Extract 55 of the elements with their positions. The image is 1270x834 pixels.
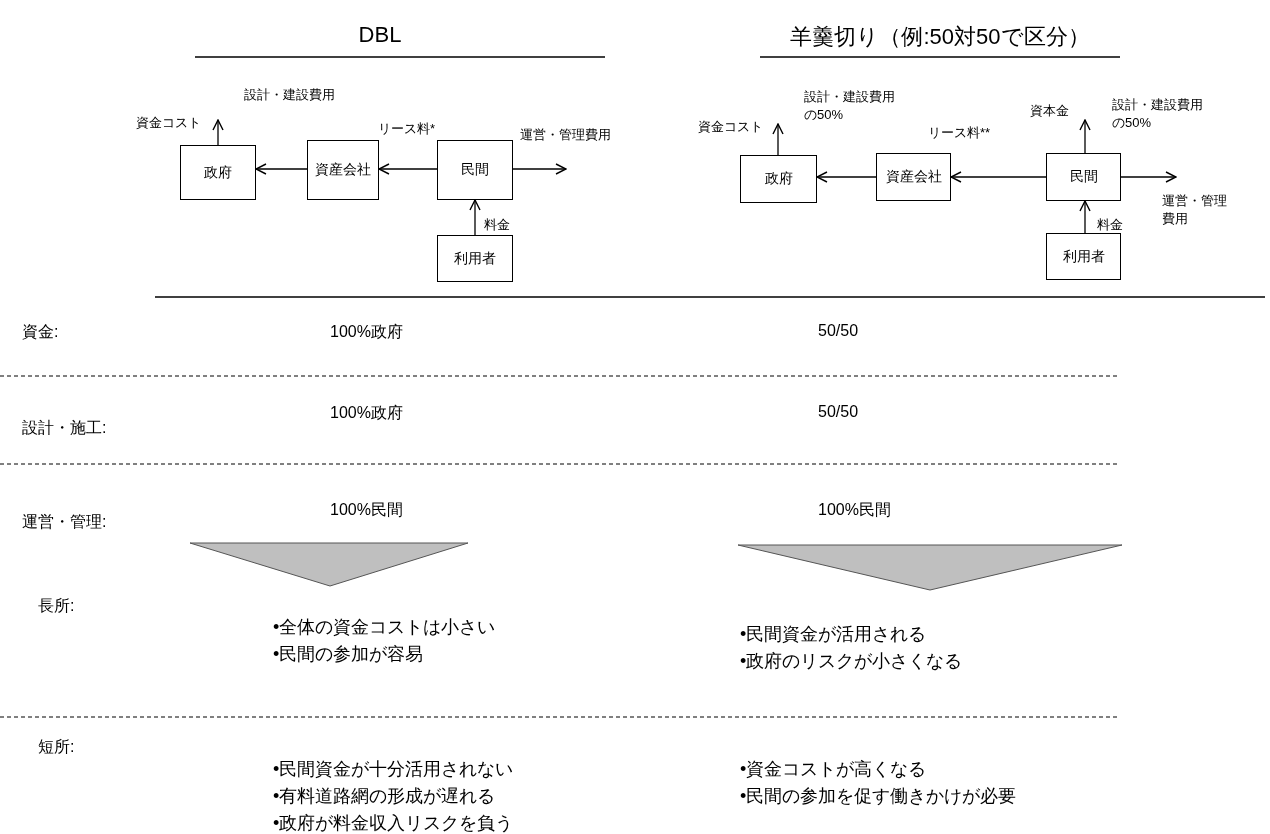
table-value: 100%民間 bbox=[330, 500, 403, 520]
cost-note: 設計・建設費用の50% bbox=[804, 88, 896, 124]
arrow bbox=[772, 123, 784, 156]
arrow bbox=[1079, 200, 1091, 234]
edge-label: リース料* bbox=[378, 120, 436, 138]
arrow bbox=[1120, 171, 1177, 183]
entity-box: 民間 bbox=[437, 140, 513, 200]
column-heading: 羊羹切り（例:50対50で区分） bbox=[790, 23, 1090, 51]
row-heading: 資金: bbox=[22, 322, 59, 342]
arrow bbox=[950, 171, 1047, 183]
cost-note: 設計・建設費用 bbox=[244, 86, 335, 104]
bullet-item: •資金コストが高くなる bbox=[740, 758, 927, 781]
arrow bbox=[816, 171, 877, 183]
entity-box: 政府 bbox=[180, 145, 256, 200]
arrow bbox=[212, 119, 224, 146]
entity-box: 資産会社 bbox=[307, 140, 379, 200]
row-heading: 運営・管理: bbox=[22, 512, 107, 532]
bullet-item: •民間資金が十分活用されない bbox=[273, 758, 514, 781]
bullet-item: •民間資金が活用される bbox=[740, 623, 927, 646]
arrow bbox=[378, 163, 438, 175]
entity-box: 民間 bbox=[1046, 153, 1121, 201]
edge-label: 資金コスト bbox=[136, 114, 201, 132]
bullet-item: •全体の資金コストは小さい bbox=[273, 616, 496, 639]
arrow bbox=[469, 199, 481, 236]
entity-box: 利用者 bbox=[1046, 233, 1121, 280]
down-triangle bbox=[737, 544, 1123, 591]
table-value: 100%民間 bbox=[818, 500, 891, 520]
bullet-item: •民間の参加を促す働きかけが必要 bbox=[740, 785, 1018, 808]
table-value: 50/50 bbox=[818, 322, 859, 340]
bullet-item: •有料道路網の形成が遅れる bbox=[273, 785, 496, 808]
edge-label: 資本金 bbox=[1030, 102, 1069, 120]
edge-label: 運営・管理費用 bbox=[1162, 192, 1228, 228]
arrow bbox=[255, 163, 308, 175]
column-heading: DBL bbox=[358, 22, 402, 48]
table-value: 50/50 bbox=[818, 403, 859, 421]
entity-box: 利用者 bbox=[437, 235, 513, 282]
cost-note: 設計・建設費用の50% bbox=[1112, 96, 1204, 132]
arrow bbox=[1079, 119, 1091, 154]
row-heading: 長所: bbox=[38, 596, 75, 616]
down-triangle bbox=[189, 542, 469, 587]
edge-label: 料金 bbox=[484, 216, 510, 234]
bullet-item: •政府が料金収入リスクを負う bbox=[273, 812, 514, 834]
arrow bbox=[512, 163, 567, 175]
table-value: 100%政府 bbox=[330, 322, 403, 342]
entity-box: 政府 bbox=[740, 155, 817, 203]
edge-label: 運営・管理費用 bbox=[520, 126, 611, 144]
row-heading: 設計・施工: bbox=[22, 418, 107, 438]
row-heading: 短所: bbox=[38, 737, 75, 757]
entity-box: 資産会社 bbox=[876, 153, 951, 201]
edge-label: 資金コスト bbox=[698, 118, 763, 136]
table-value: 100%政府 bbox=[330, 403, 403, 423]
bullet-item: •民間の参加が容易 bbox=[273, 643, 424, 666]
edge-label: リース料** bbox=[928, 124, 991, 142]
edge-label: 料金 bbox=[1097, 216, 1123, 234]
bullet-item: •政府のリスクが小さくなる bbox=[740, 650, 963, 673]
